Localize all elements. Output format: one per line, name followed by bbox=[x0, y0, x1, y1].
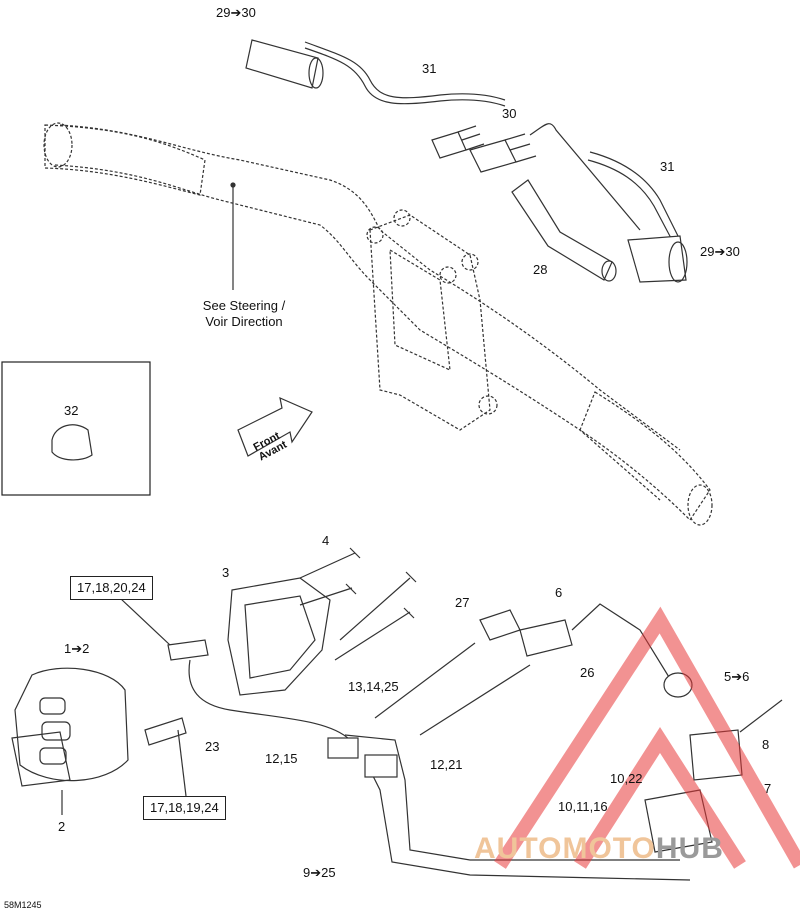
inset-box-32 bbox=[1, 361, 151, 496]
label-23: 23 bbox=[205, 739, 220, 754]
connector-upper bbox=[167, 639, 209, 661]
label-29-30-right: 29➔30 bbox=[700, 244, 740, 259]
heater-wire-right bbox=[587, 151, 679, 241]
watermark-part1: AUTOMOTO bbox=[474, 832, 656, 865]
callout-box-top: 17,18,20,24 bbox=[70, 576, 153, 600]
label-30: 30 bbox=[502, 106, 517, 121]
see-steering-note: See Steering / Voir Direction bbox=[188, 298, 300, 330]
grip-tube-top bbox=[245, 39, 324, 89]
label-13-14-25: 13,14,25 bbox=[348, 679, 399, 694]
label-12-15: 12,15 bbox=[265, 751, 298, 766]
label-10-22: 10,22 bbox=[610, 771, 643, 786]
connector-27 bbox=[479, 609, 521, 641]
label-6: 6 bbox=[555, 585, 563, 600]
label-26: 26 bbox=[580, 665, 595, 680]
screws-4 bbox=[299, 547, 417, 661]
label-10-11-16: 10,11,16 bbox=[558, 799, 608, 814]
callout-box-bottom: 17,18,19,24 bbox=[143, 796, 226, 820]
see-steering-line1: See Steering / bbox=[202, 298, 286, 313]
drawing-code: 58M1245 bbox=[4, 900, 42, 910]
connector-30-b bbox=[469, 123, 641, 231]
connector-26 bbox=[519, 619, 573, 657]
wiring-23 bbox=[188, 659, 351, 741]
pin-8 bbox=[739, 699, 783, 733]
handlebar bbox=[43, 122, 713, 526]
tube-28 bbox=[511, 179, 613, 281]
watermark-text: AUTOMOTOHUB bbox=[474, 832, 724, 866]
connector-lower bbox=[144, 717, 187, 746]
harness-9-25 bbox=[344, 734, 691, 881]
label-2: 2 bbox=[58, 819, 66, 834]
label-29-30-top: 29➔30 bbox=[216, 5, 256, 20]
label-1-2: 1➔2 bbox=[64, 641, 90, 656]
label-12-21: 12,21 bbox=[430, 757, 463, 772]
connector-30-a bbox=[431, 125, 485, 159]
label-31-right: 31 bbox=[660, 159, 675, 174]
label-8: 8 bbox=[762, 737, 770, 752]
label-7: 7 bbox=[764, 781, 772, 796]
label-9-25: 9➔25 bbox=[303, 865, 336, 880]
see-steering-line2: Voir Direction bbox=[205, 314, 283, 329]
front-arrow bbox=[237, 396, 313, 457]
watermark-part2: HUB bbox=[655, 832, 724, 865]
label-31-top: 31 bbox=[422, 61, 437, 76]
label-27: 27 bbox=[455, 595, 470, 610]
watermark-logo bbox=[494, 606, 800, 869]
label-28: 28 bbox=[533, 262, 548, 277]
label-5-6: 5➔6 bbox=[724, 669, 750, 684]
label-32: 32 bbox=[64, 403, 79, 418]
switch-housing-3 bbox=[227, 577, 331, 696]
switch-assembly-1-2 bbox=[11, 667, 129, 787]
connector-12-21 bbox=[364, 754, 398, 778]
connector-12-15 bbox=[327, 737, 359, 759]
grip-tube-right bbox=[627, 235, 688, 283]
heater-wire-top bbox=[304, 41, 506, 107]
clip-32 bbox=[51, 424, 93, 461]
label-3: 3 bbox=[222, 565, 230, 580]
label-4: 4 bbox=[322, 533, 330, 548]
